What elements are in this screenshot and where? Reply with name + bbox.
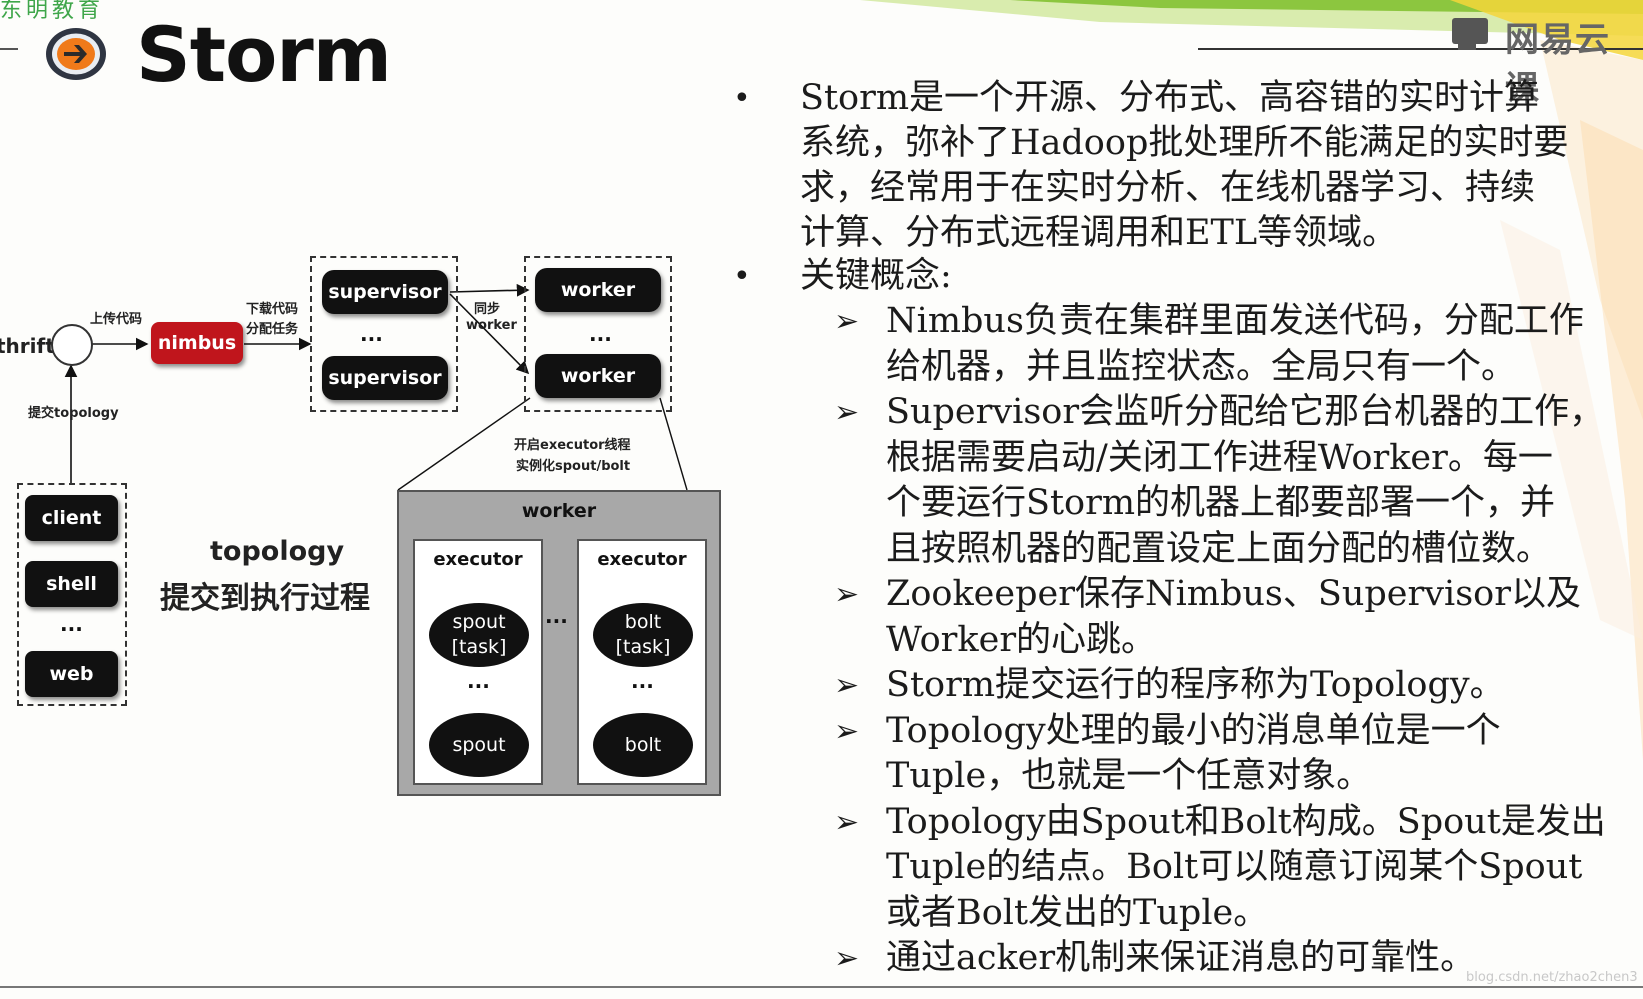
arrow-bullet-icon: ➢ [834,804,860,840]
sub-bullet-line: Topology由Spout和Bolt构成。Spout是发出 [886,801,1606,842]
logo-text: 网易云课 [1505,20,1610,109]
executor-title: executor [597,549,687,570]
diagram-connectors [64,283,688,491]
arrow-bullet-icon: ➢ [834,577,860,612]
sync-worker-label: worker [466,318,517,333]
bullet-line: 关键概念: [800,256,952,296]
bullet-line: Storm是一个开源、分布式、高容错的实时计算 [800,78,1540,118]
nimbus-node: nimbus [151,322,243,364]
arrow-sync-worker-2 [449,293,530,375]
client-group [17,483,127,706]
sub-bullet-line: 且按照机器的配置设定上面分配的槽位数。 [886,528,1552,569]
arrow-bullet-icon: ➢ [834,304,860,339]
arrow-sync-worker-1 [449,283,530,297]
page-title: Storm [136,10,392,99]
bullet-list: • Storm是一个开源、分布式、高容错的实时计算 系统，弥补了Hadoop批处… [733,76,1640,982]
ellipsis: ... [60,612,83,636]
sub-bullet-line: 根据需要启动/关闭工作进程Worker。每一 [886,437,1553,478]
bullet-item: • Storm是一个开源、分布式、高容错的实时计算 系统，弥补了Hadoop批处… [733,76,1640,256]
arrow-circle-icon [46,28,106,80]
brand-fragment: 东明教育 [0,0,105,23]
ellipsis: ... [360,322,383,346]
watermark: blog.csdn.net/zhao2chen3 [1466,970,1638,985]
shell-node: shell [25,561,118,607]
task-label: [task] [615,636,671,658]
bullet-dot-icon: • [733,81,751,116]
executor-title: executor [433,549,523,570]
header-rule-left [0,48,18,50]
worker-node-1: worker [535,268,661,312]
supervisor-node-1: supervisor [322,270,448,314]
upload-code-label: 上传代码 [90,312,143,327]
sub-bullet-line: Storm提交运行的程序称为Topology。 [886,665,1505,705]
bolt-task-node: bolt [task] [593,603,693,667]
sub-bullet-line: 或者Bolt发出的Tuple。 [886,892,1269,933]
sub-bullet-item: ➢ Nimbus负责在集群里面发送代码，分配工作 给机器，并且监控状态。全局只有… [740,299,1640,390]
footer-rule [0,986,1643,988]
sub-bullet-line: Topology处理的最小的消息单位是一个 [886,710,1501,751]
client-node: client [25,495,118,541]
sub-bullet-line: Tuple的结点。Bolt可以随意订阅某个Spout [886,847,1583,887]
diagram-caption-1: topology [210,536,345,567]
arrow-bullet-icon: ➢ [834,713,860,749]
sub-bullet-line: 个要运行Storm的机器上都要部署一个，并 [886,483,1556,523]
sub-bullet-item: ➢ Supervisor会监听分配给它那台机器的工作， 根据需要启动/关闭工作进… [740,390,1640,572]
header-rule-right [1198,48,1643,50]
sub-bullet-line: Supervisor会监听分配给它那台机器的工作， [886,392,1605,432]
executor-box: executor bolt [task] ... bolt [577,539,707,785]
worker-detail: worker executor spout [task] ... spout .… [397,490,721,796]
worker-node-2: worker [535,354,661,398]
executor-note-2: 实例化spout/bolt [516,459,631,474]
worker-group [524,256,672,412]
ellipsis: ... [545,604,568,628]
bolt-label: bolt [624,611,662,633]
sub-bullet-line: 给机器，并且监控状态。全局只有一个。 [886,346,1517,387]
spout-label: spout [452,611,506,633]
thrift-node [51,324,93,366]
sub-bullet-line: Worker的心跳。 [886,619,1157,660]
bullet-item: • 关键概念: [733,254,1640,299]
bullet-dot-icon: • [733,259,751,294]
arrow-bullet-icon: ➢ [834,941,860,976]
web-node: web [25,651,118,697]
bullet-line: 求，经常用于在实时分析、在线机器学习、持续 [800,168,1536,208]
ellipsis: ... [467,669,490,693]
bullet-line: 系统，弥补了Hadoop批处理所不能满足的实时要 [800,123,1569,163]
worker-detail-title: worker [521,500,597,522]
sub-bullet-item: ➢ Topology处理的最小的消息单位是一个 Tuple，也就是一个任意对象。 [740,709,1640,800]
ellipsis: ... [589,322,612,346]
sub-bullet-item: ➢ Zookeeper保存Nimbus、Supervisor以及 Worker的… [740,572,1640,663]
assign-task-label: 分配任务 [246,322,299,337]
sub-bullet-line: 通过acker机制来保证消息的可靠性。 [886,938,1476,978]
arrow-bullet-icon: ➢ [834,395,860,430]
task-label: [task] [451,636,507,658]
spout-node: spout [429,713,529,777]
submit-topology-label: 提交topology [28,406,119,421]
zoom-line-left [397,397,531,491]
sub-bullet-item: ➢ Topology由Spout和Bolt构成。Spout是发出 Tuple的结… [740,800,1640,937]
executor-box: executor spout [task] ... spout [413,539,543,785]
ellipsis: ... [631,669,654,693]
sub-bullet-item: ➢ Storm提交运行的程序称为Topology。 [740,663,1640,709]
executor-note-1: 开启executor线程 [514,438,631,453]
bolt-node: bolt [593,713,693,777]
download-code-label: 下载代码 [246,302,299,317]
spout-task-node: spout [task] [429,603,529,667]
supervisor-node-2: supervisor [322,356,448,400]
sub-bullet-line: Tuple，也就是一个任意对象。 [886,756,1372,796]
sub-bullet-line: Zookeeper保存Nimbus、Supervisor以及 [886,574,1581,614]
sub-bullet-line: Nimbus负责在集群里面发送代码，分配工作 [886,301,1584,341]
supervisor-group [310,256,458,412]
sync-label: 同步 [474,302,501,317]
sub-bullet-item: ➢ 通过acker机制来保证消息的可靠性。 [740,936,1640,982]
cloud-logo-icon [1452,18,1488,50]
arrow-bullet-icon: ➢ [834,668,860,703]
zoom-line-right [659,397,688,491]
diagram-caption-2: 提交到执行过程 [160,581,370,616]
bullet-line: 计算、分布式远程调用和ETL等领域。 [800,213,1398,253]
thrift-label: thrift [0,334,55,358]
